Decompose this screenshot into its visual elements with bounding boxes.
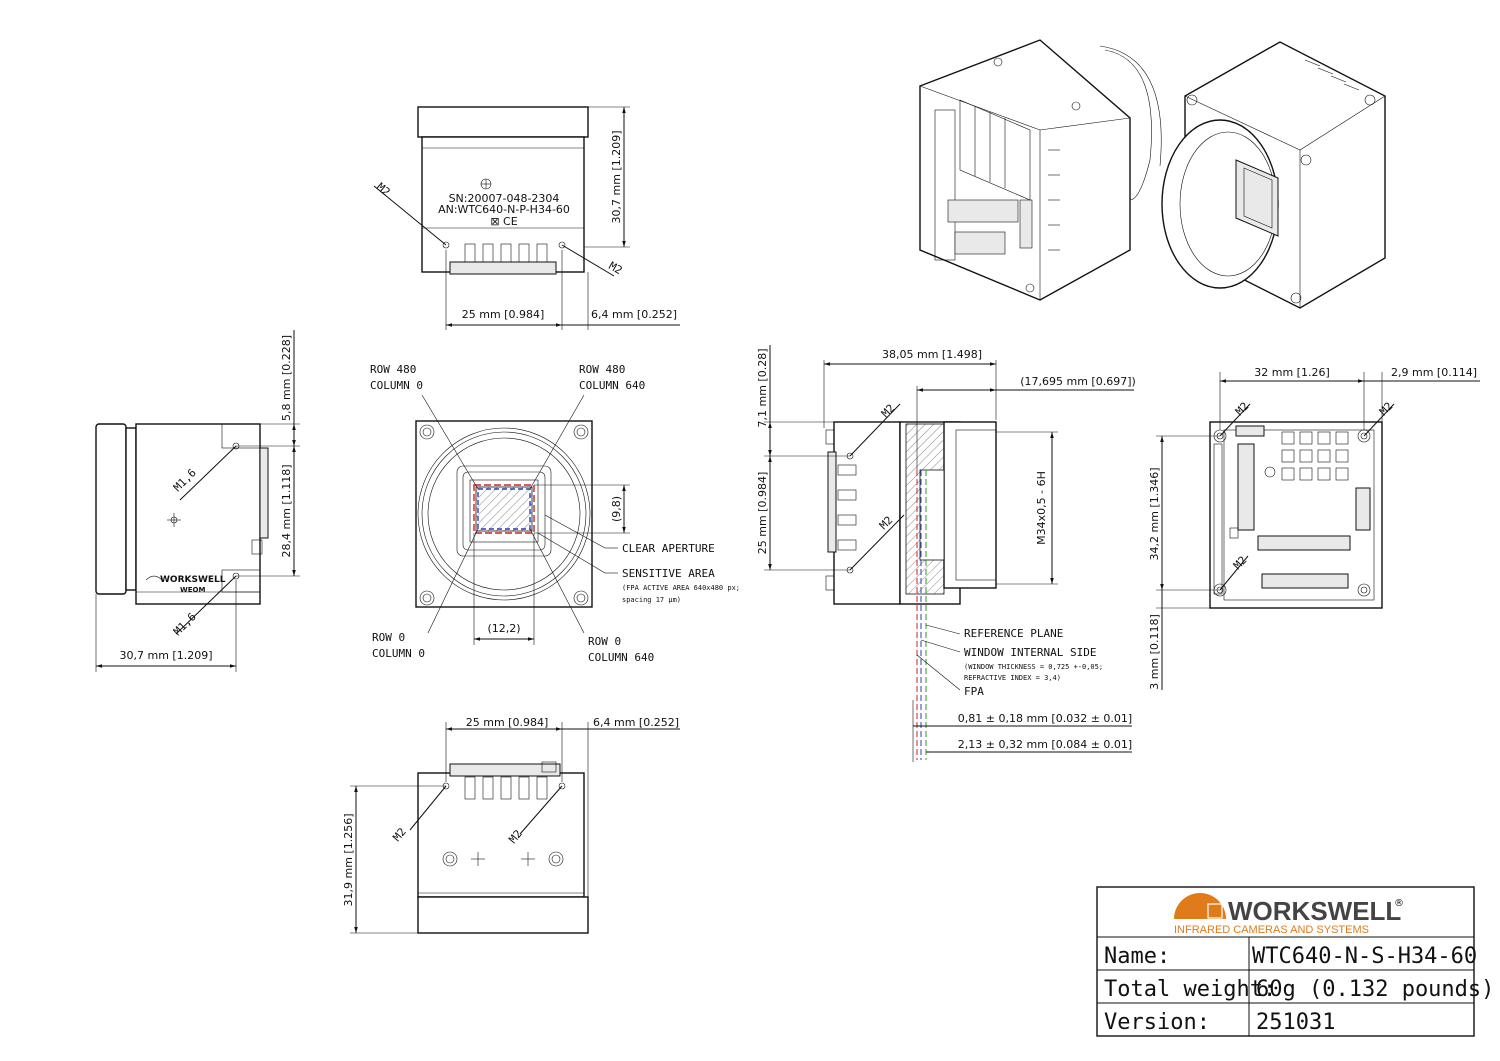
dimension-width: 25 mm [0.984] [462, 308, 545, 321]
dimension-top: 7,1 mm [0.28] [756, 349, 769, 428]
thread-label: M1,6 [171, 610, 199, 638]
dimension-width: 25 mm [0.984] [466, 716, 549, 729]
fpa-label: FPA [964, 685, 984, 698]
thread-label: M2 [607, 259, 625, 277]
dimension-fpa: 0,81 ± 0,18 mm [0.032 ± 0.01] [958, 712, 1132, 725]
dimension-vertical: (9,8) [610, 496, 623, 522]
sensitive-area-label: SENSITIVE AREA [622, 567, 715, 580]
weight-label: Total weight: [1104, 977, 1276, 1002]
clear-aperture-label: CLEAR APERTURE [622, 542, 715, 555]
thread-label: M2 [390, 825, 408, 844]
front-view: ROW 480 COLUMN 0 ROW 480 COLUMN 640 ROW … [370, 363, 740, 664]
top-view: SN:20007-048-2304 AN:WTC640-N-P-H34-60 ⊠… [373, 106, 680, 330]
sensitive-area-note: spacing 17 μm) [622, 596, 681, 604]
dimension-offset: 6,4 mm [0.252] [591, 308, 677, 321]
corner-label: COLUMN 0 [372, 647, 425, 660]
dimension-total: 38,05 mm [1.498] [882, 348, 982, 361]
window-note: REFRACTIVE INDEX = 3,4) [964, 674, 1061, 682]
dimension-width: 30,7 mm [1.209] [120, 649, 213, 662]
thread-label: M2 [1233, 400, 1252, 419]
bottom-view: M2 M2 25 mm [0.984] 6,4 mm [0.252] 31,9 … [342, 716, 680, 934]
dimension-offset: 6,4 mm [0.252] [593, 716, 679, 729]
dimension-height: 31,9 mm [1.256] [342, 814, 355, 907]
compliance-marks: ⊠ CE [490, 215, 517, 228]
corner-label: ROW 0 [588, 635, 621, 648]
section-view: REFERENCE PLANE WINDOW INTERNAL SIDE (WI… [756, 345, 1136, 762]
corner-label: ROW 480 [370, 363, 416, 376]
company-logo: WORKSWELL [1228, 896, 1401, 926]
serial-number: SN:20007-048-2304 [449, 192, 560, 205]
dimension-width: 32 mm [1.26] [1254, 366, 1330, 379]
corner-label: COLUMN 640 [579, 379, 645, 392]
side-view: M1,6 M1,6 WORKSWELL WEOM 5,8 mm [0.228] … [95, 330, 300, 672]
window-internal-label: WINDOW INTERNAL SIDE [964, 646, 1096, 659]
dimension-bottom: 3 mm [0.118] [1148, 614, 1161, 690]
sensitive-area-note: (FPA ACTIVE AREA 640x480 px; [622, 584, 740, 592]
dimension-fpa: 2,13 ± 0,32 mm [0.084 ± 0.01] [958, 738, 1132, 751]
reference-plane-label: REFERENCE PLANE [964, 627, 1063, 640]
thread-label: M2 [1377, 400, 1396, 419]
title-block: WORKSWELL ® INFRARED CAMERAS AND SYSTEMS… [1096, 886, 1494, 1037]
rear-view: M2 M2 M2 32 mm [1.26] 2,9 mm [0.114] 34,… [1148, 366, 1480, 690]
version-label: Version: [1104, 1010, 1210, 1035]
thread-label: M2 [374, 180, 393, 198]
dimension-flange: (17,695 mm [0.697]) [1020, 375, 1136, 388]
corner-label: ROW 480 [579, 363, 625, 376]
dimension-mid: 28,4 mm [1.118] [280, 465, 293, 558]
company-tagline: INFRARED CAMERAS AND SYSTEMS [1174, 924, 1369, 936]
window-note: (WINDOW THICKNESS = 0,725 +-0,05; [964, 663, 1103, 671]
corner-label: COLUMN 640 [588, 651, 654, 664]
dimension-horizontal: (12,2) [487, 622, 520, 635]
dimension-mid: 25 mm [0.984] [756, 472, 769, 555]
logo-sun-icon [1174, 893, 1226, 919]
name-label: Name: [1104, 944, 1170, 969]
isometric-rear-view [919, 39, 1162, 301]
dimension-height: 34,2 mm [1.346] [1148, 468, 1161, 561]
brand-sub: WEOM [180, 586, 205, 594]
dimension-top: 5,8 mm [0.228] [280, 335, 293, 421]
article-number: AN:WTC640-N-P-H34-60 [438, 203, 570, 216]
svg-text:®: ® [1394, 898, 1404, 909]
lens-thread: M34x0,5 - 6H [1035, 471, 1048, 545]
thread-label: M2 [879, 402, 898, 421]
version-value: 251031 [1256, 1010, 1335, 1035]
isometric-front-view [1161, 41, 1386, 309]
corner-label: COLUMN 0 [370, 379, 423, 392]
dimension-edge: 2,9 mm [0.114] [1391, 366, 1477, 379]
weight-value: 60g (0.132 pounds) [1256, 977, 1494, 1002]
corner-label: ROW 0 [372, 631, 405, 644]
brand-mark: WORKSWELL [160, 575, 226, 585]
dimension-height: 30,7 mm [1.209] [610, 131, 623, 224]
name-value: WTC640-N-S-H34-60 [1252, 944, 1477, 969]
